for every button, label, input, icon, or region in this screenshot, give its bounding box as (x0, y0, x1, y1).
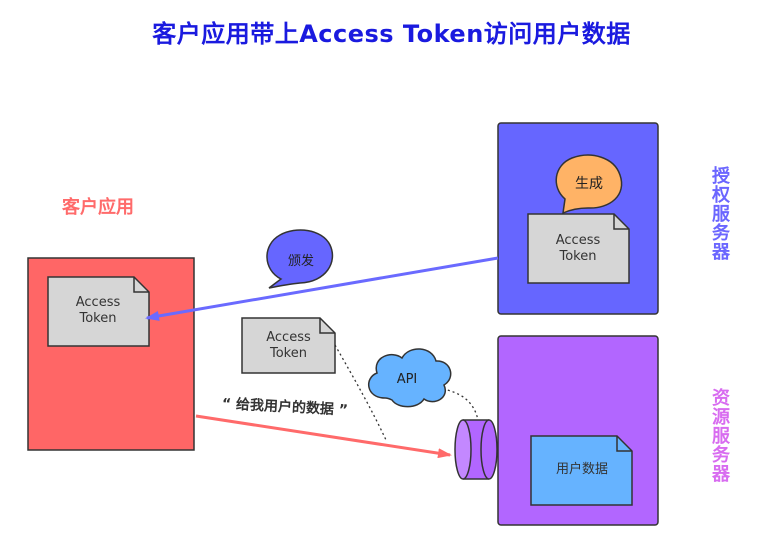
auth-token-text: Access Token (527, 233, 629, 265)
issue-bubble-text: 颁发 (287, 254, 314, 269)
issue-arrow (145, 256, 499, 321)
request-token-doc-fold (319, 318, 335, 334)
diagram-title: 客户应用带上Access Token访问用户数据 (152, 20, 631, 48)
auth-server-label: 授权服务器 (709, 166, 730, 261)
auth-token-line2: Token (559, 249, 597, 264)
auth-token-doc-fold (613, 214, 629, 230)
auth-token-doc (527, 213, 630, 284)
resource-server-label: 资源服务器 (709, 388, 730, 483)
request-arrow (195, 414, 452, 459)
api-cylinder-end (480, 419, 498, 480)
request-token-doc (241, 317, 336, 374)
client-token-line2: Token (79, 311, 117, 326)
request-token-line1: Access (266, 330, 311, 345)
auth-token-line1: Access (555, 233, 601, 248)
user-data-text: 用户数据 (555, 462, 608, 477)
token-dotted-connector (334, 344, 387, 441)
generate-bubble (555, 154, 623, 215)
api-cylinder-front (454, 419, 472, 480)
issue-bubble (266, 229, 334, 289)
generate-bubble-text: 生成 (575, 176, 603, 192)
client-token-line1: Access (75, 295, 121, 310)
api-cloud-text: API (396, 372, 418, 387)
request-token-line2: Token (270, 346, 307, 361)
client-token-text: Access Token (48, 295, 148, 327)
user-data-doc (530, 435, 633, 506)
request-token-text: Access Token (242, 330, 335, 362)
user-data-doc-fold (616, 436, 632, 452)
api-cloud (368, 348, 452, 408)
client-token-doc-fold (133, 277, 149, 293)
client-app-label: 客户应用 (62, 197, 134, 218)
